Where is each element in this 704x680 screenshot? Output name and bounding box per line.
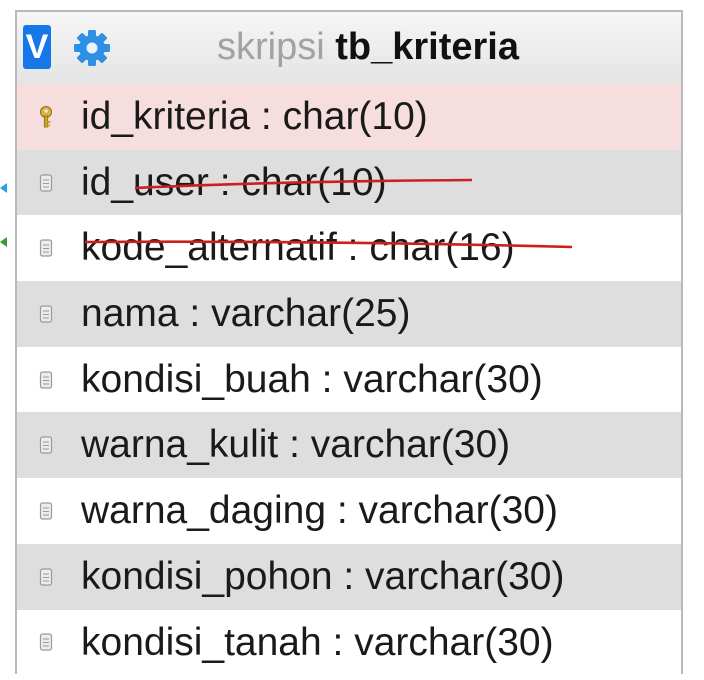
table-card: V skripsi tb_kriteria [15,10,683,676]
column-label: kondisi_buah : varchar(30) [81,357,543,401]
column-icon [39,239,53,257]
relation-marker-kode-alternatif [0,237,7,247]
column-row-id-kriteria[interactable]: id_kriteria : char(10) [17,84,681,150]
column-list: id_kriteria : char(10) id_user : char(10… [17,84,681,676]
column-label: warna_kulit : varchar(30) [81,423,511,467]
column-icon [39,370,53,389]
relation-marker-id-user [0,183,7,193]
column-label: id_user : char(10) [81,160,387,204]
column-label: id_kriteria : char(10) [81,95,428,138]
column-row-id-user[interactable]: id_user : char(10) [17,149,681,216]
column-row-kondisi-buah[interactable]: kondisi_buah : varchar(30) [17,346,681,413]
table-name: tb_kriteria [335,26,519,68]
column-row-warna-daging[interactable]: warna_daging : varchar(30) [17,478,681,544]
column-icon [39,502,53,520]
table-title: skripsi tb_kriteria [217,22,519,72]
column-icon [39,173,53,192]
column-row-kondisi-tanah[interactable]: kondisi_tanah : varchar(30) [17,609,681,676]
column-icon [39,436,53,454]
column-label: kondisi_tanah : varchar(30) [81,620,554,664]
database-name: skripsi [217,26,325,68]
column-label: kode_alternatif : char(16) [81,226,515,270]
column-icon [39,568,53,586]
column-label: kondisi_pohon : varchar(30) [81,554,565,598]
column-icon [39,305,53,323]
column-row-warna-kulit[interactable]: warna_kulit : varchar(30) [17,412,681,479]
column-row-nama[interactable]: nama : varchar(25) [17,281,681,347]
column-label: warna_daging : varchar(30) [81,489,558,533]
column-row-kode-alternatif[interactable]: kode_alternatif : char(16) [17,215,681,282]
table-header[interactable]: V skripsi tb_kriteria [17,12,681,85]
toggle-view-button[interactable]: V [23,25,51,69]
column-row-kondisi-pohon[interactable]: kondisi_pohon : varchar(30) [17,543,681,610]
column-label: nama : varchar(25) [81,292,411,336]
gear-icon[interactable] [72,28,112,68]
column-icon [39,633,53,651]
primary-key-icon [40,105,52,128]
